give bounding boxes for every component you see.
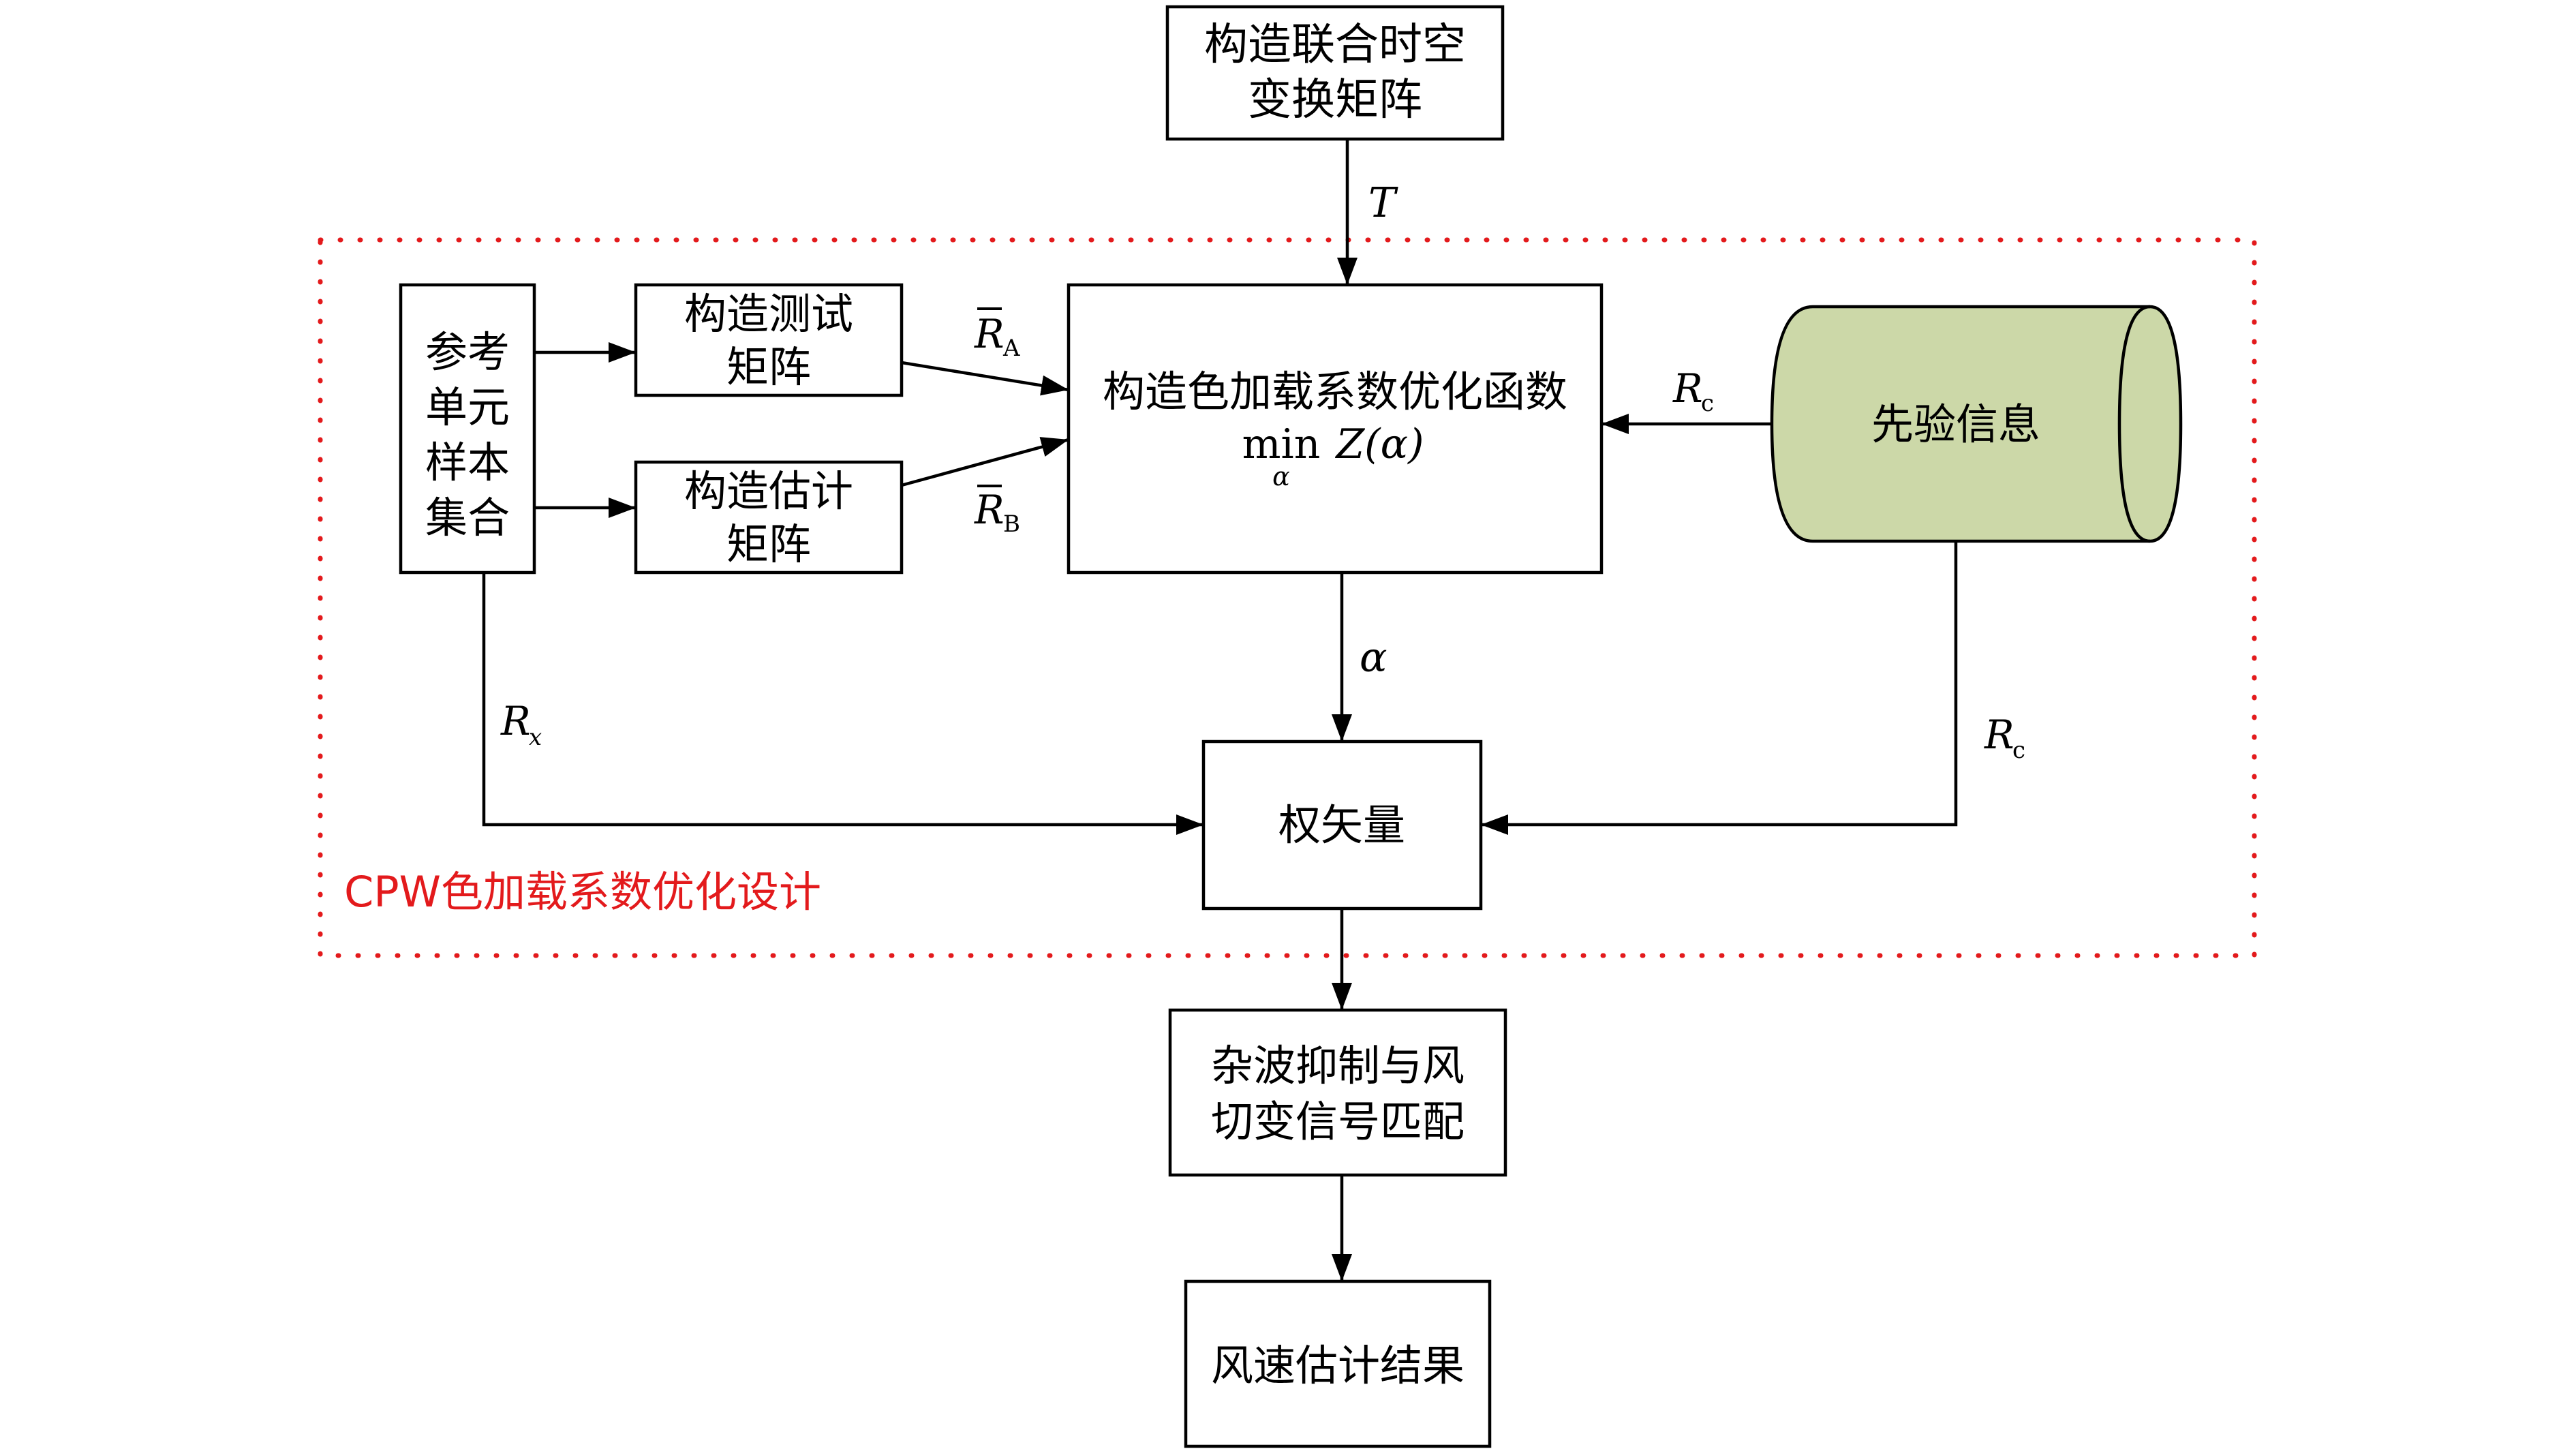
label-Rx-main: R (500, 698, 531, 744)
label-Rx: R x (500, 698, 542, 751)
objective-min-subscript: α (1272, 461, 1290, 491)
label-Rx-sub: x (529, 724, 542, 751)
weight-vector-label: 权矢量 (1278, 800, 1405, 850)
label-Rc-right-main: R (1984, 712, 2014, 758)
label-T: T (1368, 179, 1398, 227)
test-matrix-line-2: 矩阵 (726, 342, 811, 392)
arrow-sample-to-weight (482, 573, 1203, 835)
sample-set-line-3: 样本 (425, 438, 510, 487)
label-alpha: α (1360, 634, 1387, 682)
label-Rc-right: R c (1984, 712, 2025, 764)
label-RA: R A (974, 307, 1020, 362)
clutter-suppression-box: 杂波抑制与风 切变信号匹配 (1168, 1008, 1507, 1177)
spacetime-line-2: 变换矩阵 (1248, 75, 1422, 125)
sample-set-line-1: 参考 (425, 327, 510, 377)
test-matrix-box: 构造测试 矩阵 (634, 283, 904, 397)
label-Rc-right-sub: c (2012, 737, 2025, 764)
objective-min: min (1242, 421, 1321, 468)
objective-expression: Z(α) (1334, 421, 1424, 468)
sample-set-box: 参考 单元 样本 集合 (399, 283, 536, 575)
optimization-region-border (318, 237, 2257, 958)
objective-title: 构造色加载系数优化函数 (1103, 367, 1567, 416)
prior-info-cylinder: 先验信息 (1770, 305, 2183, 543)
estimate-matrix-line-2: 矩阵 (726, 519, 811, 569)
sample-set-line-2: 单元 (425, 382, 510, 432)
label-RB-main: R (974, 487, 1005, 533)
estimate-matrix-box: 构造估计 矩阵 (634, 460, 904, 575)
label-RA-main: R (974, 311, 1005, 357)
result-label: 风速估计结果 (1211, 1341, 1465, 1390)
label-Rc-top-main: R (1672, 365, 1703, 412)
optimization-region-label: CPW色加载系数优化设计 (344, 867, 821, 917)
prior-info-label: 先验信息 (1871, 399, 2040, 449)
estimate-matrix-line-1: 构造估计 (684, 466, 853, 516)
arrow-estimate-to-objective (901, 437, 1069, 487)
arrow-prior-to-weight (1481, 541, 1958, 835)
label-Rc-top: R c (1672, 365, 1714, 417)
objective-function-box: 构造色加载系数优化函数 min α Z(α) (1067, 283, 1604, 575)
clutter-line-2: 切变信号匹配 (1211, 1097, 1465, 1146)
weight-vector-box: 权矢量 (1201, 739, 1483, 911)
label-Rc-top-sub: c (1701, 390, 1714, 417)
clutter-line-1: 杂波抑制与风 (1211, 1041, 1465, 1090)
spacetime-line-1: 构造联合时空 (1204, 20, 1466, 70)
arrow-test-to-objective (901, 361, 1069, 396)
sample-set-line-4: 集合 (425, 493, 510, 543)
spacetime-matrix-box: 构造联合时空 变换矩阵 (1165, 5, 1505, 141)
label-RB-sub: B (1003, 510, 1020, 538)
test-matrix-line-1: 构造测试 (684, 289, 853, 339)
label-RB: R B (974, 485, 1020, 538)
label-RA-sub: A (1002, 335, 1020, 362)
wind-speed-result-box: 风速估计结果 (1184, 1279, 1492, 1448)
